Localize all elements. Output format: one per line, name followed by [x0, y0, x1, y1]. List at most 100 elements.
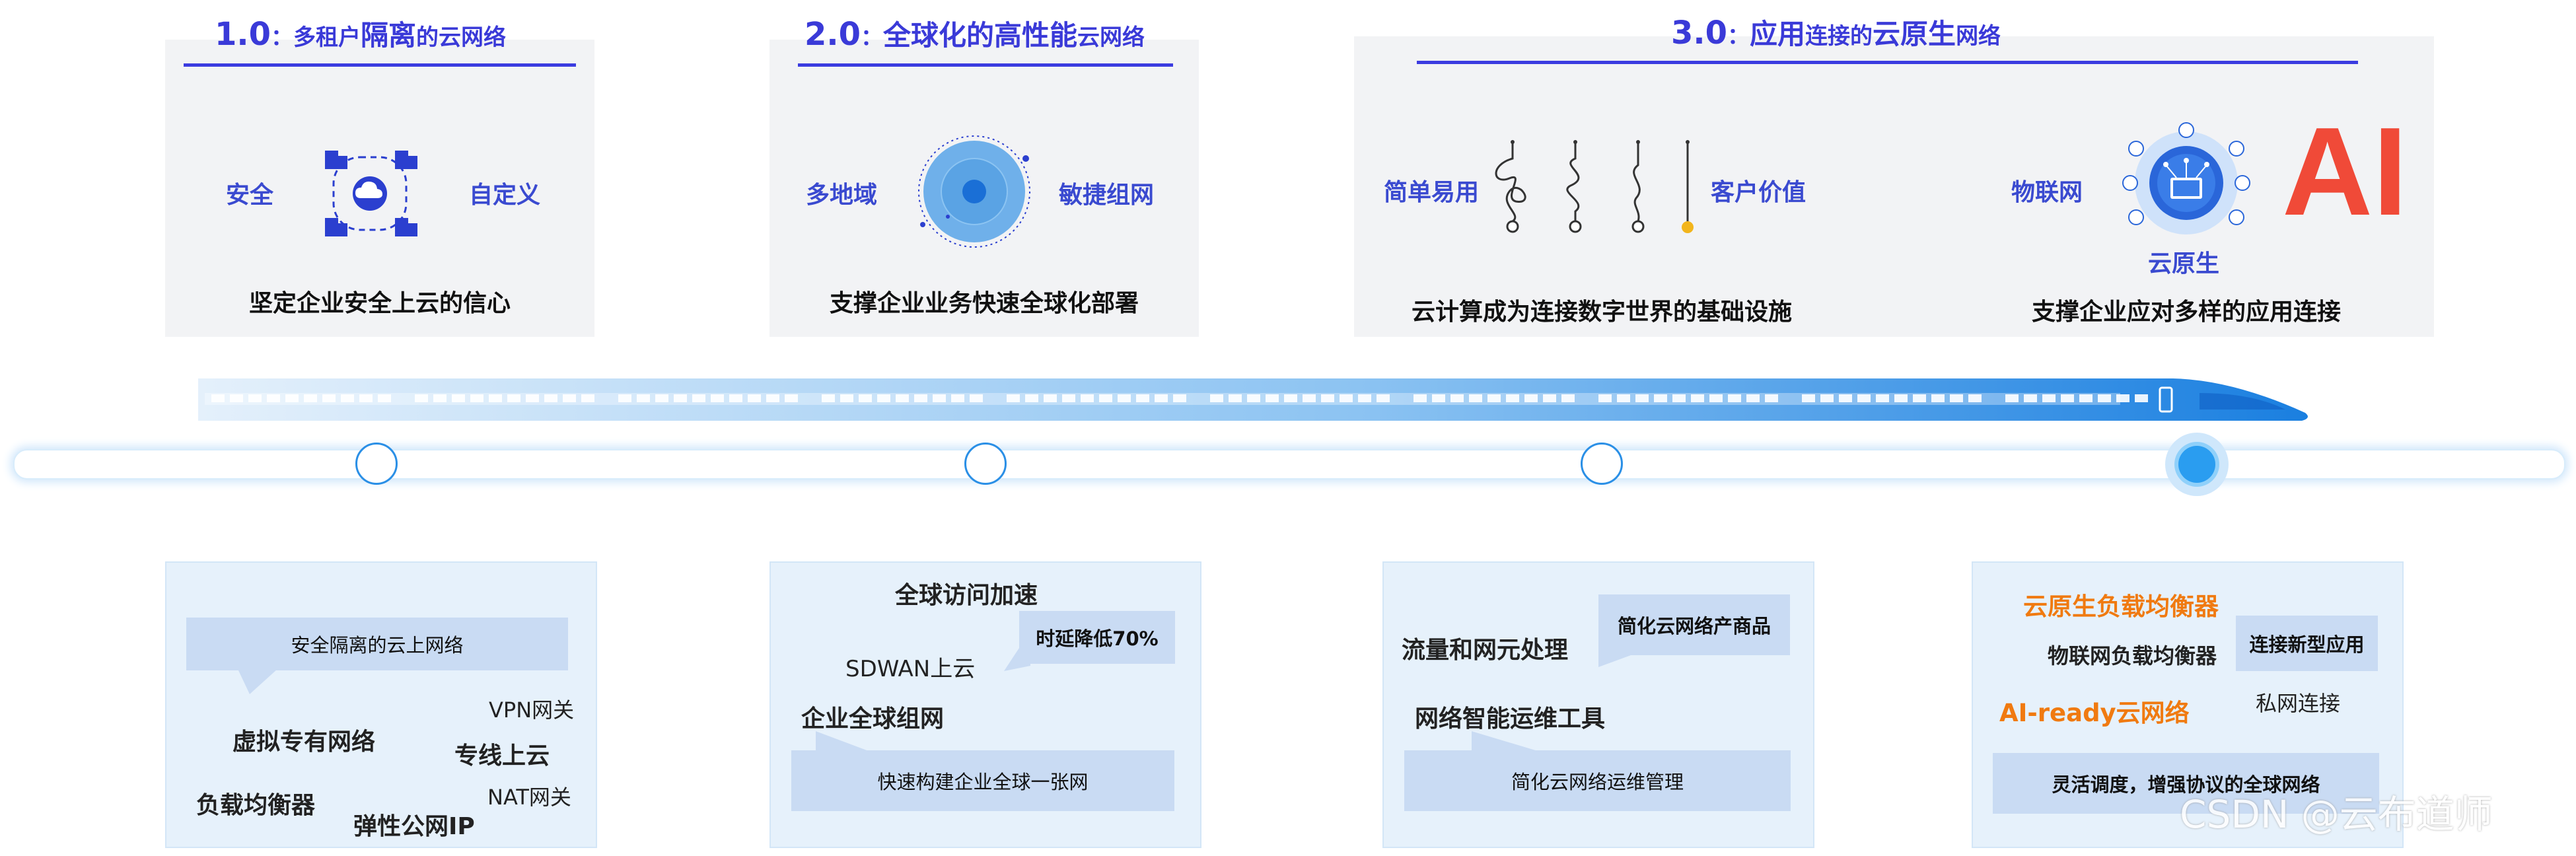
- train-window: [359, 394, 373, 402]
- phase-1-subtitle: 坚定企业安全上云的信心: [248, 290, 511, 317]
- phase-3-cloud-native-label: 云原生: [2148, 250, 2220, 277]
- phase-2-title: 2.0：全球化的高性能云网络: [805, 16, 1145, 53]
- bottom-card-4-bubble-1: 连接新型应用: [2236, 616, 2378, 671]
- train-window: [877, 394, 890, 402]
- train-window: [618, 394, 631, 402]
- card-4-highlight-lb: 云原生负载均衡器: [2023, 592, 2219, 621]
- train-window: [896, 394, 909, 402]
- train-window: [2116, 394, 2129, 402]
- train-window: [2042, 394, 2056, 402]
- card-2-item-global: 企业全球组网: [801, 705, 945, 732]
- card-1-item-vpc: 虚拟专有网络: [233, 729, 376, 756]
- train-window: [748, 394, 761, 402]
- card-4-highlight-ai: AI-ready云网络: [1999, 699, 2190, 727]
- train-window: [914, 394, 927, 402]
- card-4-item-iot-lb: 物联网负载均衡器: [2048, 643, 2217, 668]
- bubble-tail: [1598, 653, 1638, 667]
- phase-2-underline: [798, 63, 1173, 67]
- bottom-card-3-bubble-1: 简化云网络产商品: [1598, 594, 1790, 655]
- train-window: [341, 394, 354, 402]
- train-window: [1044, 394, 1057, 402]
- train-window: [933, 394, 946, 402]
- train-window: [1876, 394, 1889, 402]
- timeline-milestone-3: [1581, 443, 1623, 485]
- phase-3-title: 3.0：应用连接的云原生网络: [1671, 15, 2001, 52]
- card-1-item-nat: NAT网关: [487, 785, 571, 810]
- train-window: [470, 394, 483, 402]
- train-window: [1413, 394, 1427, 402]
- phase-2-right-label: 敏捷组网: [1059, 182, 1155, 209]
- bottom-card-4-bubble-2: 灵活调度，增强协议的全球网络: [1993, 753, 2379, 814]
- train-window: [1432, 394, 1445, 402]
- train-window: [785, 394, 798, 402]
- train-window: [2079, 394, 2093, 402]
- train-window: [526, 394, 539, 402]
- train-window: [2024, 394, 2037, 402]
- train-window: [1229, 394, 1242, 402]
- train-window: [452, 394, 465, 402]
- train-window: [1321, 394, 1334, 402]
- train-window: [1709, 394, 1723, 402]
- card-2-heading: 全球访问加速: [895, 582, 1038, 609]
- train-window: [1950, 394, 1963, 402]
- train-window: [1635, 394, 1649, 402]
- train-window: [1469, 394, 1482, 402]
- train-window: [859, 394, 872, 402]
- train-window: [692, 394, 705, 402]
- bubble-tail: [1472, 731, 1538, 751]
- bottom-card-2-bubble-2: 快速构建企业全球一张网: [791, 750, 1174, 811]
- bottom-card-2-bubble-1: 时延降低70%: [1019, 611, 1175, 664]
- train-window: [489, 394, 502, 402]
- watermark: CSDN @云布道师: [2180, 792, 2493, 837]
- train-window: [1340, 394, 1353, 402]
- train-window: [951, 394, 964, 402]
- train-window: [1728, 394, 1741, 402]
- globe-network-icon: [918, 135, 1030, 248]
- cloud-native-hub-icon: [2122, 122, 2250, 234]
- train-window: [1303, 394, 1316, 402]
- train-window: [729, 394, 742, 402]
- bubble-tail: [816, 731, 869, 751]
- phase-3-subtitle-1: 云计算成为连接数字世界的基础设施: [1411, 299, 1792, 326]
- train-window: [970, 394, 983, 402]
- train-window: [581, 394, 594, 402]
- train-window: [248, 394, 262, 402]
- train-window: [1266, 394, 1279, 402]
- train-window: [544, 394, 557, 402]
- bottom-card-3-bubble-2: 简化云网络运维管理: [1404, 750, 1791, 811]
- timeline-milestone-current-core: [2178, 446, 2215, 483]
- train-window: [1358, 394, 1371, 402]
- train-window: [1820, 394, 1834, 402]
- train-window: [1672, 394, 1686, 402]
- phase-2-left-label: 多地域: [806, 182, 878, 209]
- train-window: [1561, 394, 1575, 402]
- train-window: [1894, 394, 1908, 402]
- phase-3-underline: [1417, 61, 2358, 64]
- train-window: [1746, 394, 1760, 402]
- card-1-item-vpn: VPN网关: [489, 697, 575, 723]
- train-window: [1931, 394, 1945, 402]
- train-window: [1839, 394, 1852, 402]
- ai-logo: AI: [2282, 102, 2408, 242]
- train-window: [507, 394, 520, 402]
- train-window: [1007, 394, 1020, 402]
- phase-3-card: [1354, 36, 2434, 337]
- train-window: [1913, 394, 1926, 402]
- train-window: [1654, 394, 1667, 402]
- card-3-item-traffic: 流量和网元处理: [1402, 637, 1569, 664]
- card-2-item-sdwan: SDWAN上云: [845, 656, 976, 682]
- phase-1-title: 1.0：多租户隔离的云网络: [215, 16, 507, 53]
- train-window: [1155, 394, 1168, 402]
- timeline-track: [13, 449, 2565, 480]
- train-window: [637, 394, 650, 402]
- train-window: [267, 394, 280, 402]
- train-window: [1968, 394, 1982, 402]
- train-window: [1691, 394, 1704, 402]
- train-window: [285, 394, 299, 402]
- train-window: [1377, 394, 1390, 402]
- phase-1-left-label: 安全: [226, 182, 274, 209]
- train-window: [2061, 394, 2074, 402]
- train-window: [1099, 394, 1112, 402]
- train-window: [1081, 394, 1094, 402]
- train-window: [415, 394, 428, 402]
